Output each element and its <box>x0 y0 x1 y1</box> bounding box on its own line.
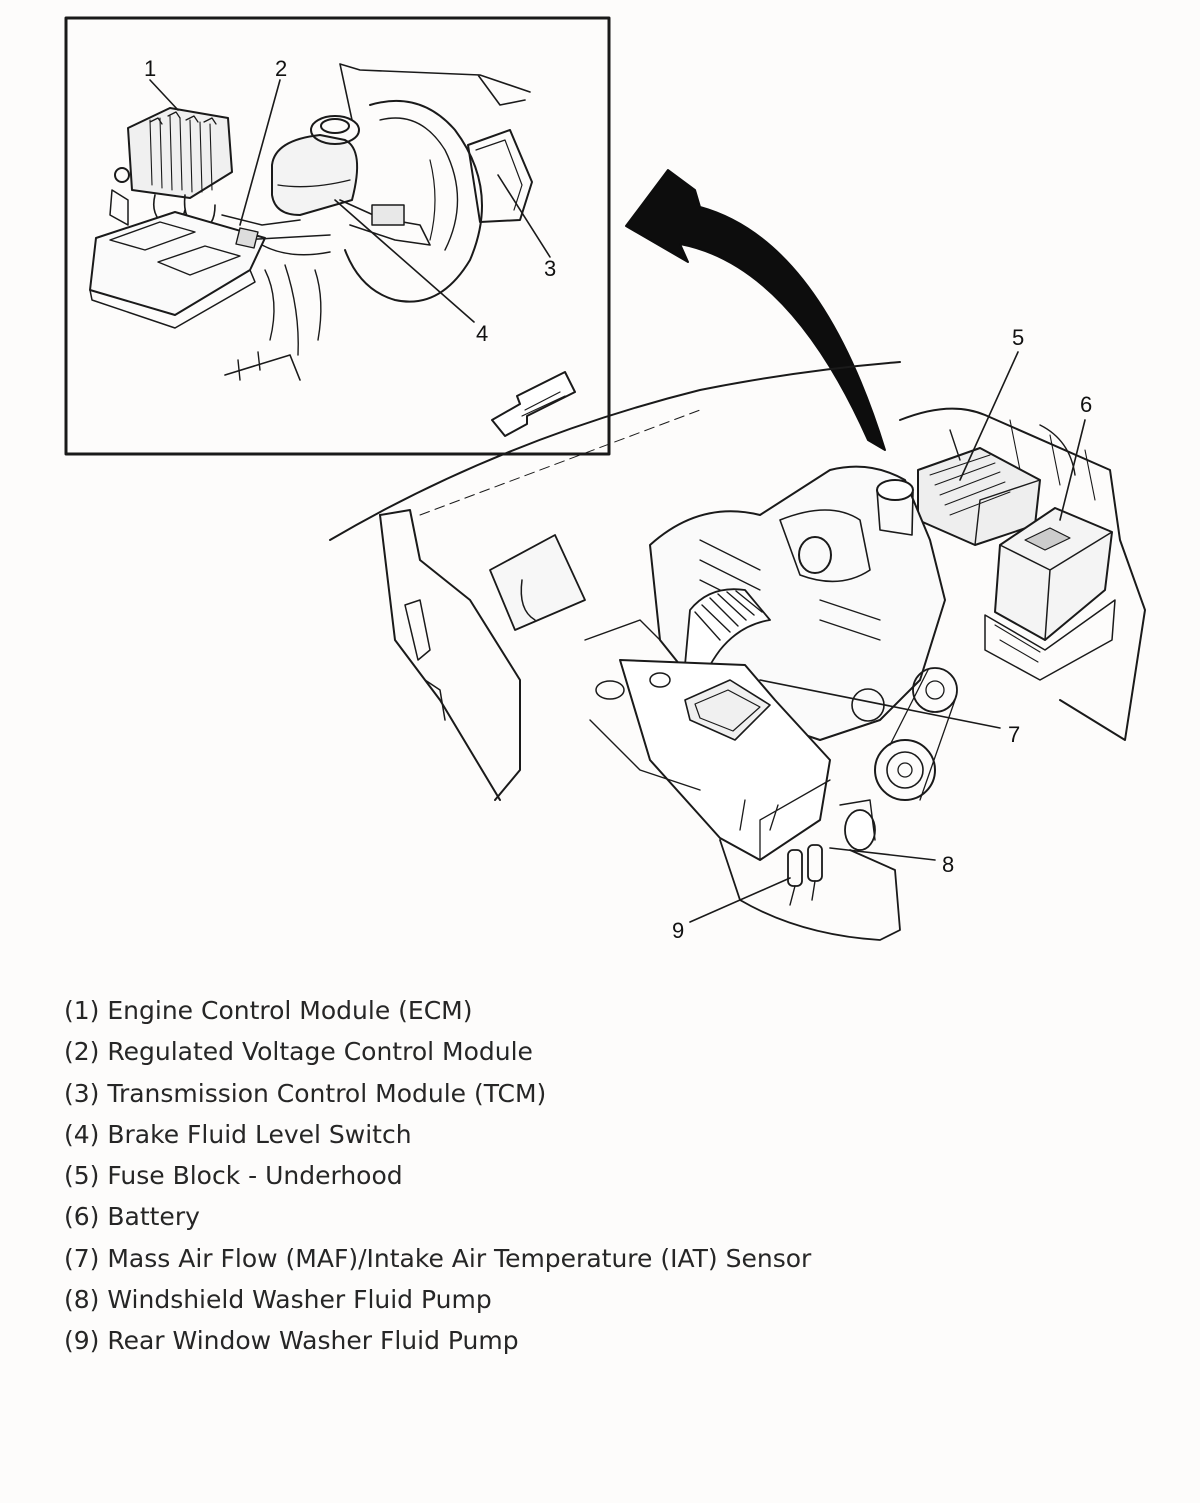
callout-6: 6 <box>1080 392 1092 417</box>
brake-fluid-reservoir <box>271 115 360 216</box>
engine-compartment-diagram: 1 2 3 4 5 6 7 8 9 <box>64 16 1146 943</box>
inset-frame <box>64 16 611 456</box>
legend-item: (5) Fuse Block - Underhood <box>64 1161 403 1191</box>
front-direction-arrow <box>491 371 576 437</box>
inset-detail-view <box>64 16 611 456</box>
legend-item: (1) Engine Control Module (ECM) <box>64 996 473 1025</box>
legend-item: (6) Battery <box>64 1202 200 1232</box>
component-legend: (1) Engine Control Module (ECM) (2) Regu… <box>64 990 811 1362</box>
curved-callout-arrow <box>625 169 886 451</box>
inset-leader-lines <box>149 79 551 323</box>
legend-item: (4) Brake Fluid Level Switch <box>64 1119 412 1149</box>
callout-9: 9 <box>672 918 684 943</box>
callout-3: 3 <box>544 256 556 281</box>
callout-1: 1 <box>144 56 156 81</box>
legend-item: (7) Mass Air Flow (MAF)/Intake Air Tempe… <box>64 1243 812 1273</box>
callout-8: 8 <box>942 852 954 877</box>
legend-item: (9) Rear Window Washer Fluid Pump <box>64 1326 519 1356</box>
callout-4: 4 <box>476 321 488 346</box>
legend-item: (8) Windshield Washer Fluid Pump <box>64 1285 492 1315</box>
washer-fluid-pumps <box>787 844 823 906</box>
engine-compartment-main-view <box>329 361 1146 941</box>
ecm-module <box>109 107 233 226</box>
main-leader-lines <box>689 351 1086 923</box>
tcm-module <box>467 129 533 223</box>
callout-5: 5 <box>1012 325 1024 350</box>
battery <box>89 211 266 329</box>
callout-7: 7 <box>1008 722 1020 747</box>
main-battery <box>984 507 1116 681</box>
legend-item: (2) Regulated Voltage Control Module <box>64 1037 533 1067</box>
air-cleaner-box <box>595 659 831 861</box>
legend-item: (3) Transmission Control Module (TCM) <box>64 1078 547 1108</box>
brake-booster <box>344 99 483 303</box>
callout-2: 2 <box>275 56 287 81</box>
